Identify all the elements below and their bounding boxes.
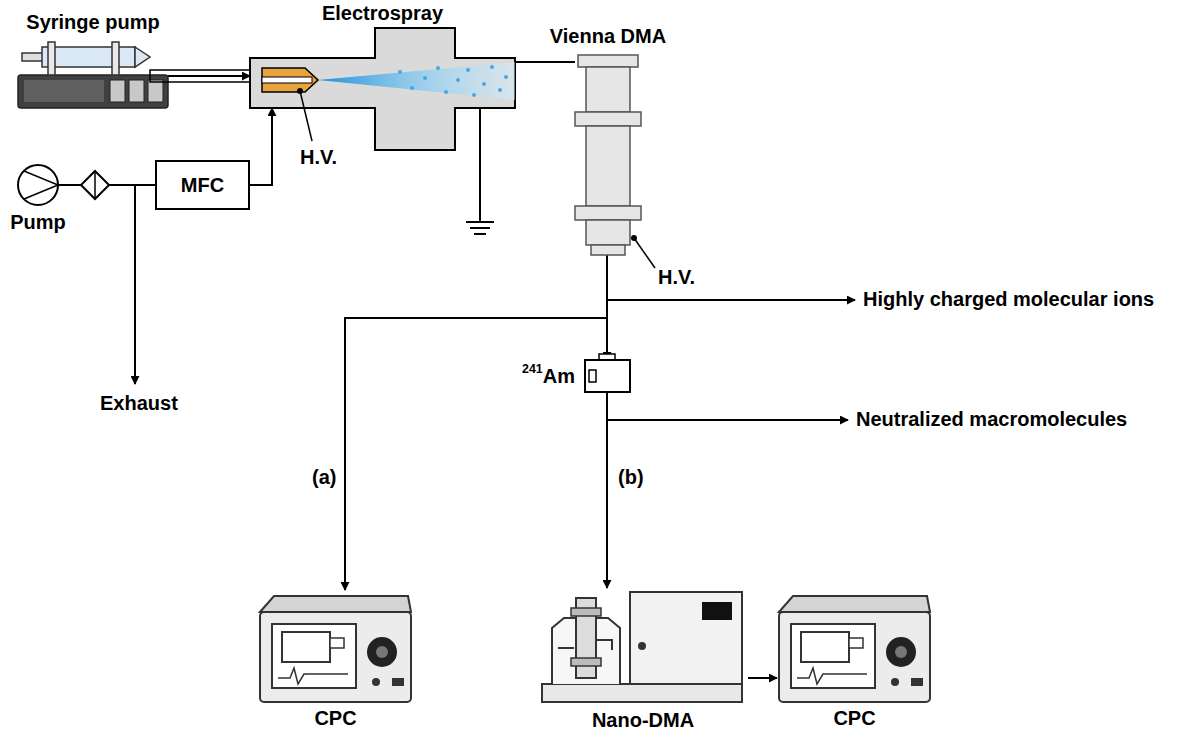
cpc-figure bbox=[260, 596, 411, 702]
capillary-tube bbox=[150, 70, 262, 82]
path-label: (b) bbox=[618, 466, 644, 489]
exhaust-line bbox=[134, 185, 136, 384]
nano-dma-figure bbox=[542, 592, 742, 702]
outlet-label: Neutralized macromolecules bbox=[856, 408, 1127, 431]
node-label: Nano-DMA bbox=[592, 709, 694, 732]
cpc-figure bbox=[779, 596, 930, 702]
neutralizer-figure bbox=[585, 354, 630, 392]
node-label: Electrospray bbox=[322, 2, 443, 25]
voltage-label: H.V. bbox=[300, 146, 337, 169]
cpc-instrument: CPC bbox=[258, 590, 413, 705]
exhaust-label: Exhaust bbox=[100, 392, 178, 415]
flow-connector bbox=[515, 61, 575, 63]
node-label: CPC bbox=[833, 707, 875, 730]
flow-connector bbox=[168, 75, 250, 77]
path-label: (a) bbox=[312, 466, 336, 489]
electrospray-source: Electrospray bbox=[250, 28, 515, 150]
vienna-dma-figure bbox=[575, 55, 641, 255]
node-label: Syringe pump bbox=[26, 11, 159, 34]
outlet-label: Highly charged molecular ions bbox=[863, 288, 1154, 311]
flow-connector bbox=[606, 255, 608, 360]
flow-connector bbox=[250, 108, 272, 185]
filter-symbol bbox=[81, 171, 109, 199]
flow-connector bbox=[345, 255, 607, 590]
flow-connector bbox=[748, 677, 777, 679]
neutralizer: 241Am bbox=[585, 360, 630, 392]
cpc-instrument: CPC bbox=[777, 590, 932, 705]
mass-flow-controller: MFC bbox=[155, 160, 250, 210]
syringe-pump-figure bbox=[18, 42, 168, 108]
flow-connector bbox=[606, 392, 608, 588]
node-label: Vienna DMA bbox=[550, 25, 666, 48]
ground-symbol bbox=[466, 108, 494, 234]
pump-figure bbox=[18, 165, 58, 205]
outlet-line bbox=[607, 299, 855, 301]
electrospray-chamber bbox=[250, 28, 515, 150]
pump: Pump bbox=[18, 165, 58, 205]
node-label: Pump bbox=[10, 211, 66, 234]
outlet-line bbox=[607, 419, 848, 421]
voltage-label: H.V. bbox=[658, 266, 695, 289]
hv-leader bbox=[634, 238, 655, 268]
node-label: CPC bbox=[314, 707, 356, 730]
node-label: 241Am bbox=[522, 365, 575, 388]
hv-leader bbox=[300, 91, 312, 141]
syringe-pump: Syringe pump bbox=[18, 40, 168, 108]
vienna-dma: Vienna DMA bbox=[575, 55, 641, 255]
nano-dma-instrument: Nano-DMA bbox=[538, 588, 748, 705]
node-label: MFC bbox=[181, 174, 224, 197]
